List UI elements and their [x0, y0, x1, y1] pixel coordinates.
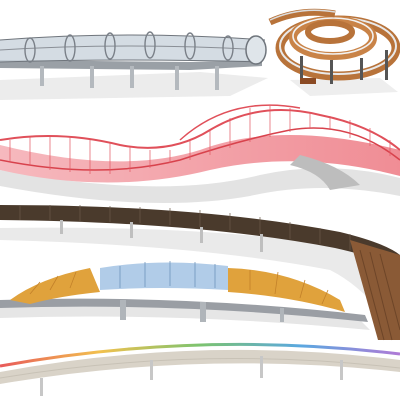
rainbow-rail-walkway-model — [0, 342, 400, 396]
timber-curved-walkway-model — [0, 205, 400, 341]
red-wave-bridge-model — [0, 104, 400, 204]
canopy-bridge-model — [0, 261, 370, 330]
tube-bridge-model — [0, 31, 268, 100]
spiral-ramp-model — [268, 8, 400, 96]
